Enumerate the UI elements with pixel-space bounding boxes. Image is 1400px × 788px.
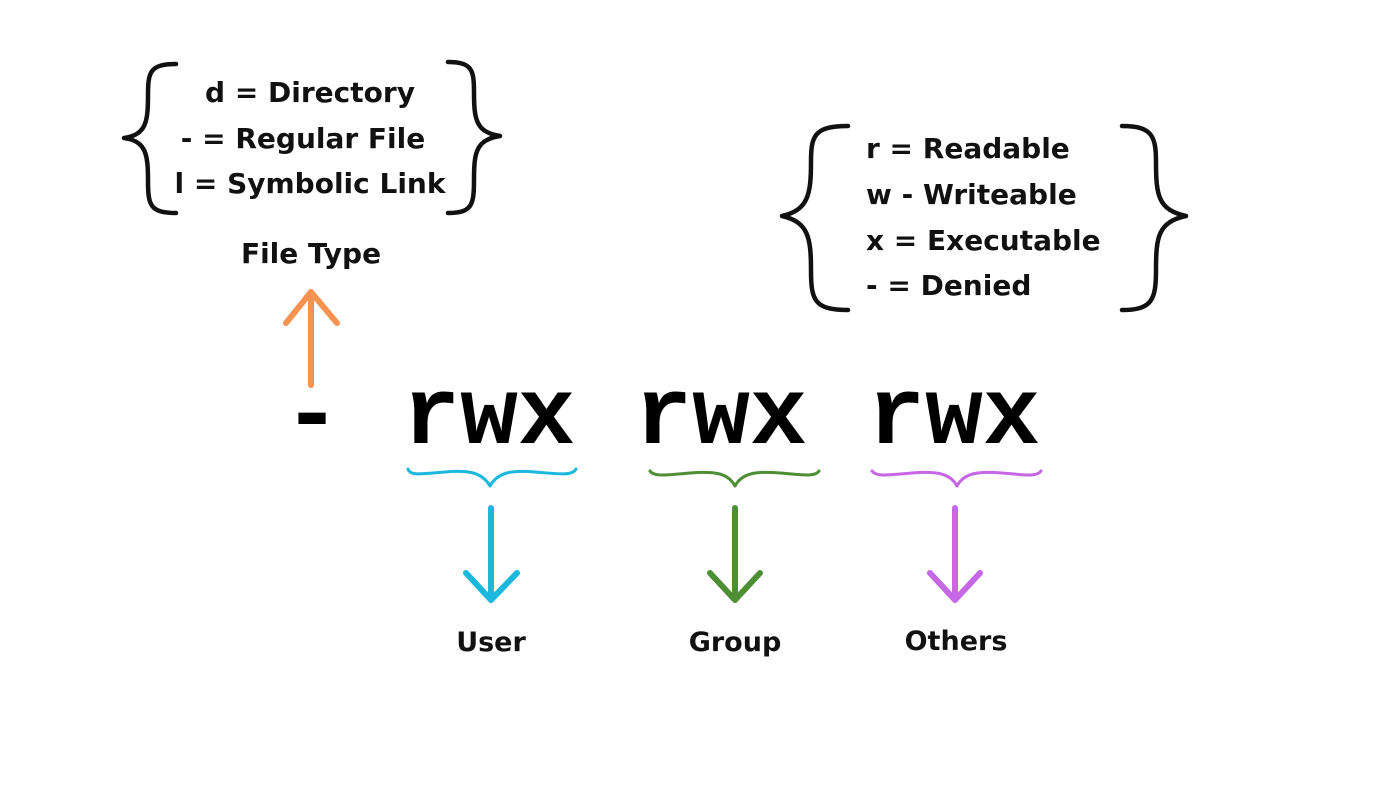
permission-legend-line: r = Readable (866, 132, 1070, 165)
others-brace (870, 469, 1043, 488)
file-type-legend-line: l = Symbolic Link (175, 167, 447, 200)
user-brace (406, 467, 578, 488)
file-type-legend-line: d = Directory (205, 76, 415, 109)
file-type-left-brace (121, 61, 179, 216)
permission-group-group: rwx Group (635, 363, 821, 658)
file-type-right-brace (445, 59, 503, 216)
user-label: User (456, 627, 526, 658)
permission-group-user: rwx User (403, 363, 578, 658)
group-brace (648, 469, 821, 488)
file-type-symbol: - (283, 363, 341, 472)
user-arrow (463, 505, 520, 603)
permission-legend-line: - = Denied (866, 269, 1031, 302)
user-permission-bits: rwx (403, 363, 576, 472)
permission-legend-line: w - Writeable (866, 178, 1077, 211)
file-type-label: File Type (241, 237, 381, 270)
group-arrow (707, 505, 763, 603)
others-label: Others (905, 626, 1008, 657)
permission-legend-line: x = Executable (866, 224, 1101, 257)
permission-right-brace (1119, 123, 1189, 313)
file-type-arrow (283, 289, 340, 388)
others-arrow (927, 505, 983, 603)
others-permission-bits: rwx (868, 363, 1041, 472)
permission-group-others: rwx Others (868, 363, 1043, 657)
permission-left-brace (779, 123, 851, 313)
file-type-legend-line: - = Regular File (181, 122, 425, 155)
file-type-legend: d = Directory - = Regular File l = Symbo… (121, 59, 503, 216)
permission-legend: r = Readable w - Writeable x = Executabl… (779, 123, 1189, 313)
group-permission-bits: rwx (635, 363, 808, 472)
group-label: Group (689, 627, 782, 658)
